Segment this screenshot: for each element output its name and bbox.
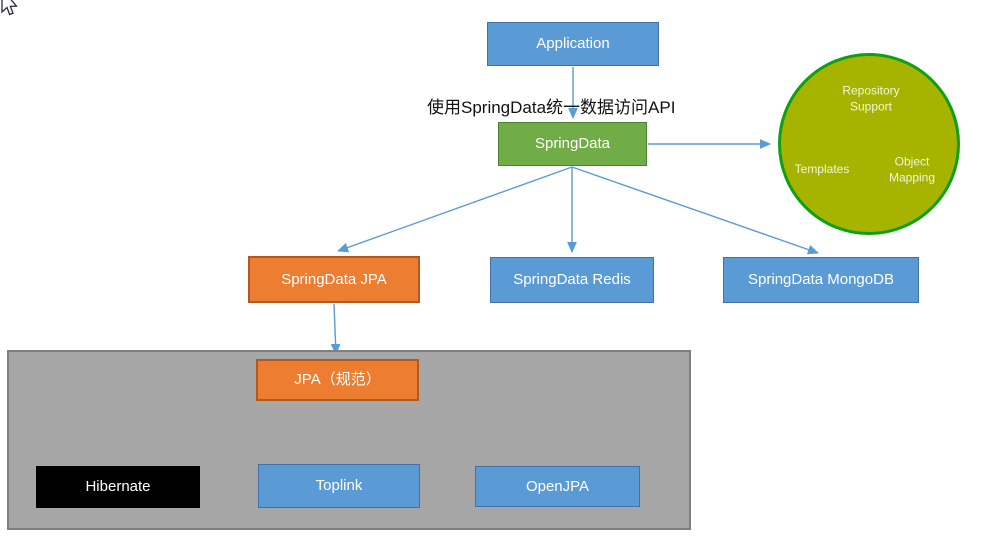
springdata-feature-circle — [778, 53, 960, 235]
node-springdata-redis: SpringData Redis — [490, 257, 654, 303]
node-toplink-label: Toplink — [315, 477, 363, 495]
node-application-label: Application — [536, 35, 610, 53]
circle-segment-templates: Templates — [794, 162, 850, 177]
node-openjpa: OpenJPA — [475, 466, 640, 507]
node-hibernate: Hibernate — [36, 466, 200, 508]
node-hibernate-label: Hibernate — [85, 478, 151, 496]
circle-segment-object-mapping: Object Mapping — [888, 154, 936, 184]
node-springdata-jpa-label: SpringData JPA — [281, 270, 387, 288]
node-jpa-spec: JPA（规范） — [256, 359, 419, 401]
node-toplink: Toplink — [258, 464, 420, 508]
node-springdata-redis-label: SpringData Redis — [513, 271, 631, 289]
node-springdata: SpringData — [498, 122, 647, 166]
node-application: Application — [487, 22, 659, 66]
arrow-jpa-to-spec — [330, 303, 341, 356]
node-springdata-label: SpringData — [534, 135, 611, 153]
node-springdata-mongodb-label: SpringData MongoDB — [748, 271, 894, 289]
arrow-springdata-to-mongodb — [571, 166, 820, 255]
circle-segment-repository-support: Repository Support — [842, 83, 900, 113]
node-springdata-mongodb: SpringData MongoDB — [723, 257, 919, 303]
arrow-springdata-to-jpa — [336, 166, 573, 253]
node-springdata-jpa: SpringData JPA — [248, 256, 420, 303]
node-jpa-spec-label: JPA（规范） — [294, 371, 381, 389]
node-openjpa-label: OpenJPA — [525, 477, 590, 495]
mouse-cursor-icon — [1, 0, 18, 16]
annotation-text: 使用SpringData统一数据访问API — [427, 98, 676, 117]
